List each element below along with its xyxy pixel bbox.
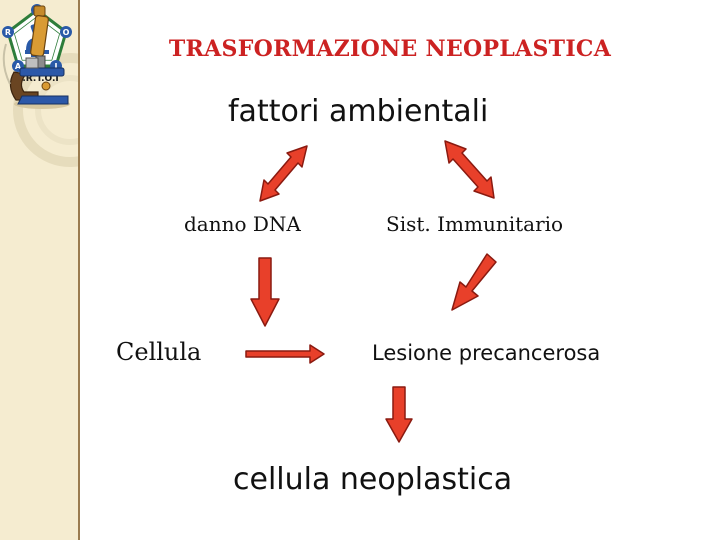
- microscope-icon: [2, 5, 70, 109]
- arrow-lesione-neoplastica: [385, 386, 413, 443]
- logo-caption: A.R.T.O.I: [15, 74, 58, 84]
- label-danno-dna: danno DNA: [184, 212, 301, 236]
- logo-letter-o: O: [63, 28, 70, 37]
- label-cellula: Cellula: [116, 338, 202, 366]
- arrow-cellula-lesione: [245, 344, 325, 364]
- arrow-sist-lesione: [451, 253, 497, 311]
- logo-letter-r: R: [5, 28, 11, 37]
- logo-letter-a: A: [15, 62, 22, 71]
- label-cellula-neoplastica: cellula neoplastica: [233, 462, 513, 497]
- label-sist-immunitario: Sist. Immunitario: [386, 212, 564, 236]
- arrow-fattori-sist: [444, 140, 495, 199]
- slide-title: TRASFORMAZIONE NEOPLASTICA: [168, 36, 612, 62]
- label-fattori-ambientali: fattori ambientali: [228, 94, 489, 129]
- sidebar: T O I A R A.R.T.O.I: [0, 0, 80, 540]
- arrow-fattori-danno: [259, 145, 308, 202]
- logo-letter-i: I: [55, 62, 58, 71]
- label-lesione-precancerosa: Lesione precancerosa: [372, 341, 601, 365]
- arrow-danno-cellula: [250, 257, 280, 327]
- sidebar-decoration: [13, 53, 78, 167]
